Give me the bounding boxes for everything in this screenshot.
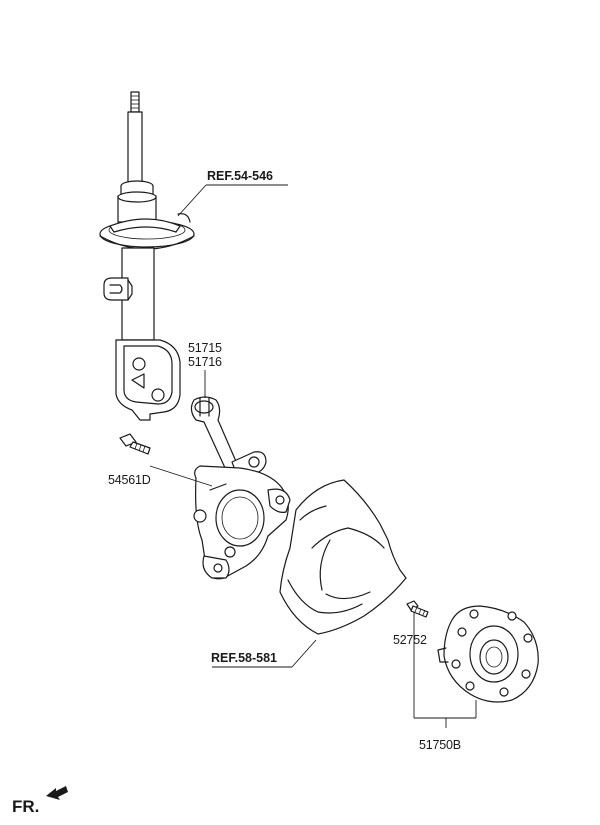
hub-part-label: 51750B (419, 738, 461, 752)
front-direction-label: FR. (12, 797, 40, 816)
strut-ref-label[interactable]: REF.54-546 (207, 169, 274, 183)
shield-ref-label[interactable]: REF.58-581 (211, 651, 278, 665)
bolt-part-label: 54561D (108, 473, 151, 487)
knuckle-part-label-1: 51715 (188, 341, 222, 355)
strut-assembly (99, 91, 195, 421)
hub-bolt (406, 600, 429, 618)
knuckle-bolt (119, 433, 151, 455)
steering-knuckle (190, 396, 291, 580)
hub-bolt-part-label: 52752 (393, 633, 427, 647)
hub-assembly (437, 605, 539, 703)
dust-shield (279, 479, 407, 635)
knuckle-part-label-2: 51716 (188, 355, 222, 369)
leader-lines (149, 184, 477, 728)
front-arrow-icon (46, 786, 68, 800)
